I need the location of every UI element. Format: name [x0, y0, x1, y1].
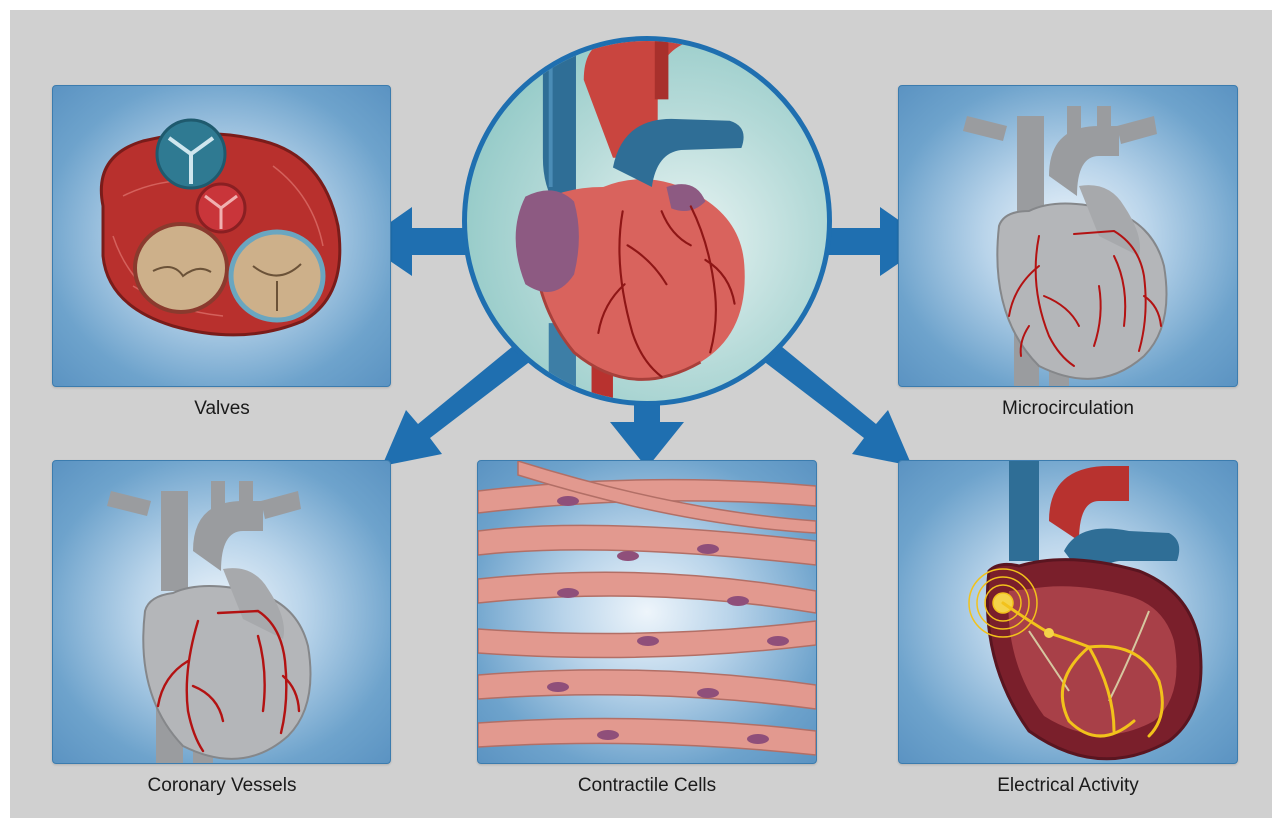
contractile-cells-caption: Contractile Cells: [477, 775, 817, 797]
electrical-activity-caption: Electrical Activity: [898, 775, 1238, 797]
contractile-cells-panel: [477, 460, 817, 764]
valves-caption: Valves: [52, 398, 392, 420]
electrical-activity-panel: [898, 460, 1238, 764]
microcirculation-caption: Microcirculation: [898, 398, 1238, 420]
coronary-vessels-panel: [52, 460, 391, 764]
coronary-vessels-caption: Coronary Vessels: [52, 775, 392, 797]
central-heart-illustration: [462, 36, 832, 406]
diagram-canvas: Valves Microcircula: [10, 10, 1272, 818]
valves-panel: [52, 85, 391, 387]
arrow-to-contractile: [610, 398, 684, 468]
microcirculation-panel: [898, 85, 1238, 387]
